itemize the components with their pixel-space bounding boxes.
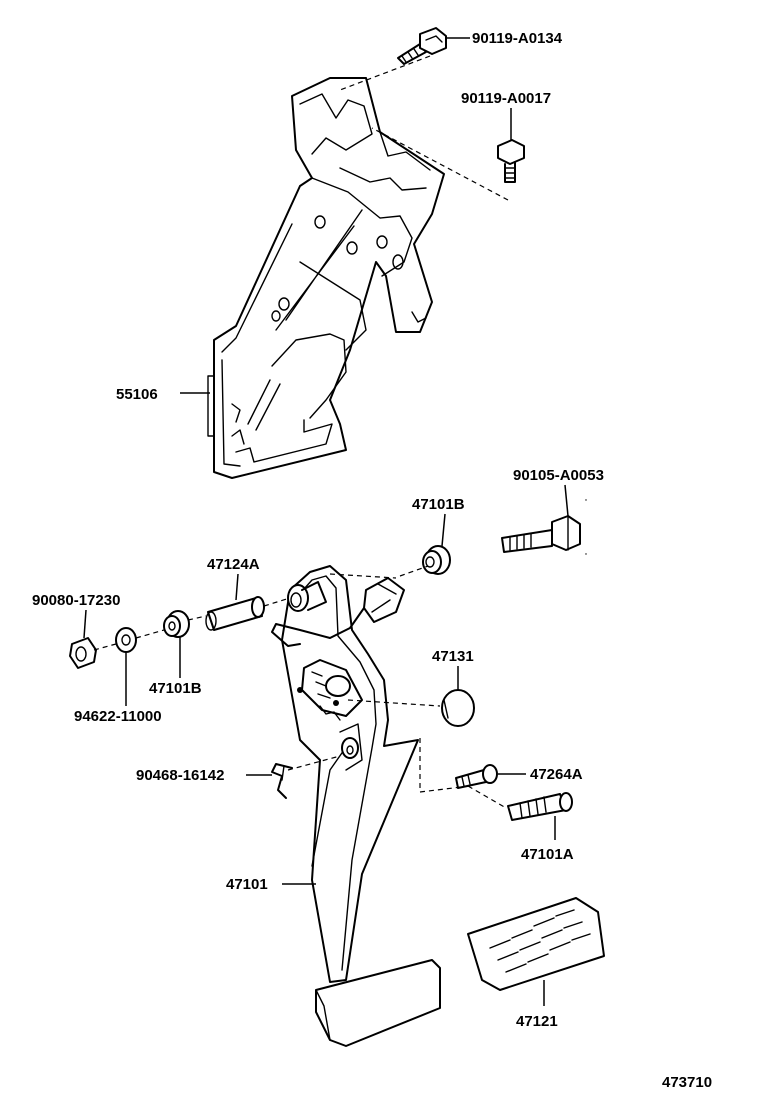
label-nut: 90080-17230 <box>32 592 120 609</box>
label-bracket: 55106 <box>116 386 158 403</box>
nut-drawing <box>69 637 97 669</box>
clip-drawing <box>271 763 293 799</box>
label-bushing-left: 47101B <box>149 680 202 697</box>
cushion-drawing <box>441 689 475 727</box>
leader-nut <box>83 609 87 639</box>
bolt-small-drawing <box>497 139 525 183</box>
diagram-id: 473710 <box>662 1074 712 1091</box>
label-pin: 47264A <box>530 766 583 783</box>
leader-collar <box>235 573 239 601</box>
pedal-arm-drawing <box>281 565 419 983</box>
label-bushing-lower: 47101A <box>521 846 574 863</box>
bolt-pivot-drawing <box>501 499 587 555</box>
leader-bushing-right <box>441 513 446 547</box>
bushing-left-drawing <box>163 610 190 638</box>
dash-pin-bushing <box>467 785 507 809</box>
label-washer: 94622-11000 <box>74 708 162 725</box>
pedal-pad-mounted-drawing <box>315 959 441 1047</box>
washer-drawing <box>115 627 137 653</box>
dash-bolt-small <box>371 127 509 201</box>
pedal-pad-drawing <box>467 897 605 991</box>
label-cushion: 47131 <box>432 648 474 665</box>
label-bolt-top: 90119-A0134 <box>472 30 563 47</box>
dash-bushing-right <box>399 565 429 577</box>
collar-drawing <box>205 596 265 631</box>
pin-drawing <box>455 764 498 789</box>
dash-left-stack <box>93 615 207 651</box>
dash-collar <box>263 597 291 607</box>
leader-bolt-pivot <box>564 484 569 517</box>
bushing-right-drawing <box>422 545 451 575</box>
dash-pin <box>419 738 471 793</box>
dash-cushion <box>347 699 441 707</box>
label-clip: 90468-16142 <box>136 767 224 784</box>
label-collar: 47124A <box>207 556 260 573</box>
bracket-drawing <box>207 77 445 479</box>
label-bushing-right: 47101B <box>412 496 465 513</box>
label-bolt-pivot: 90105-A0053 <box>513 467 604 484</box>
label-bolt-small: 90119-A0017 <box>461 90 551 107</box>
dash-pivot-right <box>329 573 397 579</box>
label-pedal-pad: 47121 <box>516 1013 558 1030</box>
bushing-lower-drawing <box>507 792 573 821</box>
label-pedal-arm: 47101 <box>226 876 268 893</box>
bolt-top-drawing <box>397 27 447 65</box>
dash-bolt-top <box>339 55 431 91</box>
